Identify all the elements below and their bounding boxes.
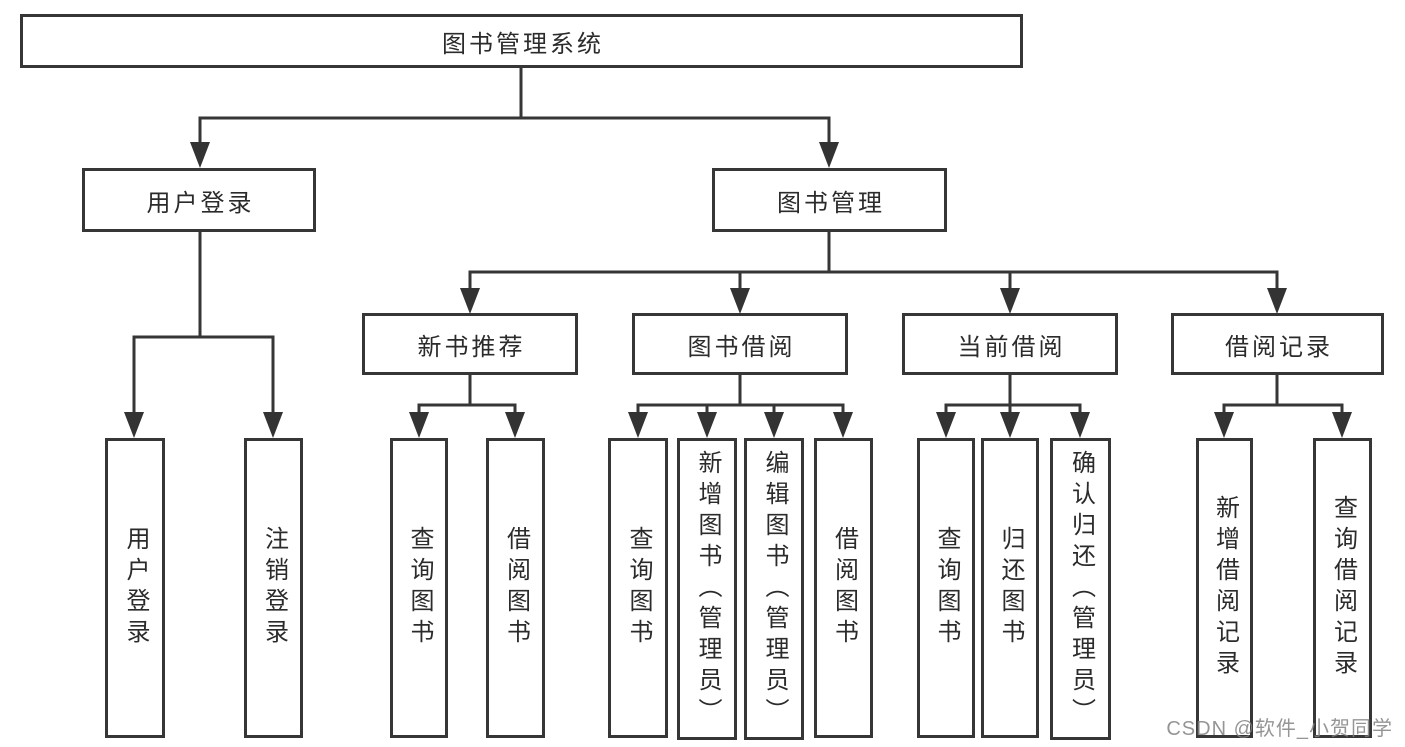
arrowheads <box>124 142 1352 438</box>
node-root-label: 图书管理系统 <box>442 30 604 58</box>
node-nb-borrow-books-label: 借阅图书 <box>502 526 530 650</box>
node-br-add-record: 新增借阅记录 <box>1196 438 1253 738</box>
node-root: 图书管理系统 <box>20 14 1023 68</box>
node-bb-edit-books-admin-label: 编辑图书（管理员） <box>761 449 788 729</box>
node-logout-label: 注销登录 <box>260 526 288 650</box>
node-book-management: 图书管理 <box>712 168 947 232</box>
node-bb-borrow-books: 借阅图书 <box>814 438 873 738</box>
node-current-borrow-label: 当前借阅 <box>957 333 1066 361</box>
node-book-management-label: 图书管理 <box>777 189 885 217</box>
node-bb-add-books-admin: 新增图书（管理员） <box>677 438 737 740</box>
node-bb-query-books: 查询图书 <box>608 438 668 738</box>
node-user-login-label: 用户登录 <box>146 189 255 217</box>
node-nb-borrow-books: 借阅图书 <box>486 438 545 738</box>
node-bb-query-books-label: 查询图书 <box>625 526 652 650</box>
node-cb-query-books-label: 查询图书 <box>933 526 960 650</box>
watermark: CSDN @软件_小贺同学 <box>1166 718 1393 740</box>
node-login-label: 用户登录 <box>122 526 149 650</box>
node-br-add-record-label: 新增借阅记录 <box>1211 495 1239 681</box>
node-new-book-recommend-label: 新书推荐 <box>417 333 526 361</box>
node-book-borrow-label: 图书借阅 <box>687 333 796 361</box>
node-nb-query-books: 查询图书 <box>390 438 448 738</box>
node-cb-query-books: 查询图书 <box>917 438 975 738</box>
node-borrow-records: 借阅记录 <box>1171 313 1384 375</box>
node-book-borrow: 图书借阅 <box>632 313 848 375</box>
node-br-query-record-label: 查询借阅记录 <box>1329 495 1357 681</box>
node-br-query-record: 查询借阅记录 <box>1313 438 1372 738</box>
node-logout: 注销登录 <box>244 438 303 738</box>
node-new-book-recommend: 新书推荐 <box>362 313 578 375</box>
connector-paths <box>132 64 1344 420</box>
node-cb-confirm-return-admin: 确认归还（管理员） <box>1050 438 1111 740</box>
node-nb-query-books-label: 查询图书 <box>406 526 433 650</box>
node-current-borrow: 当前借阅 <box>902 313 1118 375</box>
node-bb-borrow-books-label: 借阅图书 <box>830 526 858 650</box>
node-bb-add-books-admin-label: 新增图书（管理员） <box>694 449 721 729</box>
node-cb-confirm-return-admin-label: 确认归还（管理员） <box>1067 449 1095 729</box>
node-cb-return-books: 归还图书 <box>981 438 1039 738</box>
node-login: 用户登录 <box>105 438 165 738</box>
node-borrow-records-label: 借阅记录 <box>1225 333 1333 361</box>
node-user-login: 用户登录 <box>82 168 316 232</box>
node-cb-return-books-label: 归还图书 <box>997 526 1024 650</box>
node-bb-edit-books-admin: 编辑图书（管理员） <box>744 438 804 740</box>
